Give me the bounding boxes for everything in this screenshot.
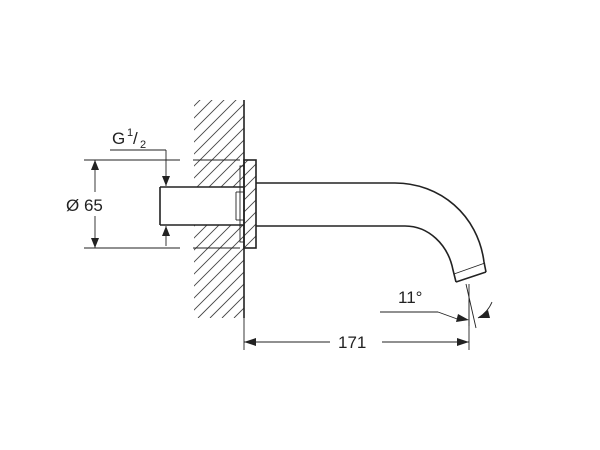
hatch-line xyxy=(510,78,600,318)
hatch-line xyxy=(270,78,510,318)
hatch-line xyxy=(258,78,498,318)
hatch-line xyxy=(194,100,256,318)
hatch-line xyxy=(194,100,256,318)
spout-body xyxy=(256,182,487,283)
hatch-line xyxy=(486,78,600,318)
diameter-label: Ø 65 xyxy=(66,196,103,215)
hatch-line xyxy=(194,100,256,318)
thread-numerator: 1 xyxy=(127,127,133,139)
thread-letter: G xyxy=(112,129,125,148)
hatch-line xyxy=(426,78,600,318)
hatch-line xyxy=(450,78,600,318)
pipe-cutout xyxy=(160,187,244,225)
hatch-line xyxy=(194,100,256,318)
hatch-line xyxy=(330,78,570,318)
hatch-line xyxy=(194,100,256,318)
thread-denominator: 2 xyxy=(140,139,146,151)
hatch-line xyxy=(318,78,558,318)
angle-dimension: 11° xyxy=(380,283,493,329)
hatch-line xyxy=(245,100,256,318)
thread-label: G 1 / 2 xyxy=(110,127,170,246)
hatch-line xyxy=(342,78,582,318)
hatch-line xyxy=(306,78,546,318)
hatch-line xyxy=(402,78,600,318)
hatch-line xyxy=(194,100,256,318)
hatch-line xyxy=(366,78,600,318)
hatch-line xyxy=(233,100,256,318)
flange-rosette xyxy=(239,159,257,249)
hatch-line xyxy=(221,100,256,318)
hatch-line xyxy=(474,78,600,318)
angle-label: 11° xyxy=(398,288,422,307)
hatch-line xyxy=(282,78,522,318)
thread-slash: / xyxy=(133,129,138,148)
hatch-line xyxy=(390,78,600,318)
hatch-line xyxy=(194,100,247,318)
hatch-line xyxy=(294,78,534,318)
length-label: 171 xyxy=(338,333,366,352)
hatch-line xyxy=(197,100,256,318)
hatch-line xyxy=(378,78,600,318)
hatch-line xyxy=(498,78,600,318)
diameter-dimension: Ø 65 xyxy=(66,159,240,249)
pipe-stub xyxy=(159,186,244,226)
length-dimension: 171 xyxy=(243,300,470,352)
hatch-line xyxy=(462,78,600,318)
hatch-line xyxy=(414,78,600,318)
hatch-line xyxy=(438,78,600,318)
hatch-line xyxy=(194,100,256,318)
hatch-line xyxy=(354,78,594,318)
